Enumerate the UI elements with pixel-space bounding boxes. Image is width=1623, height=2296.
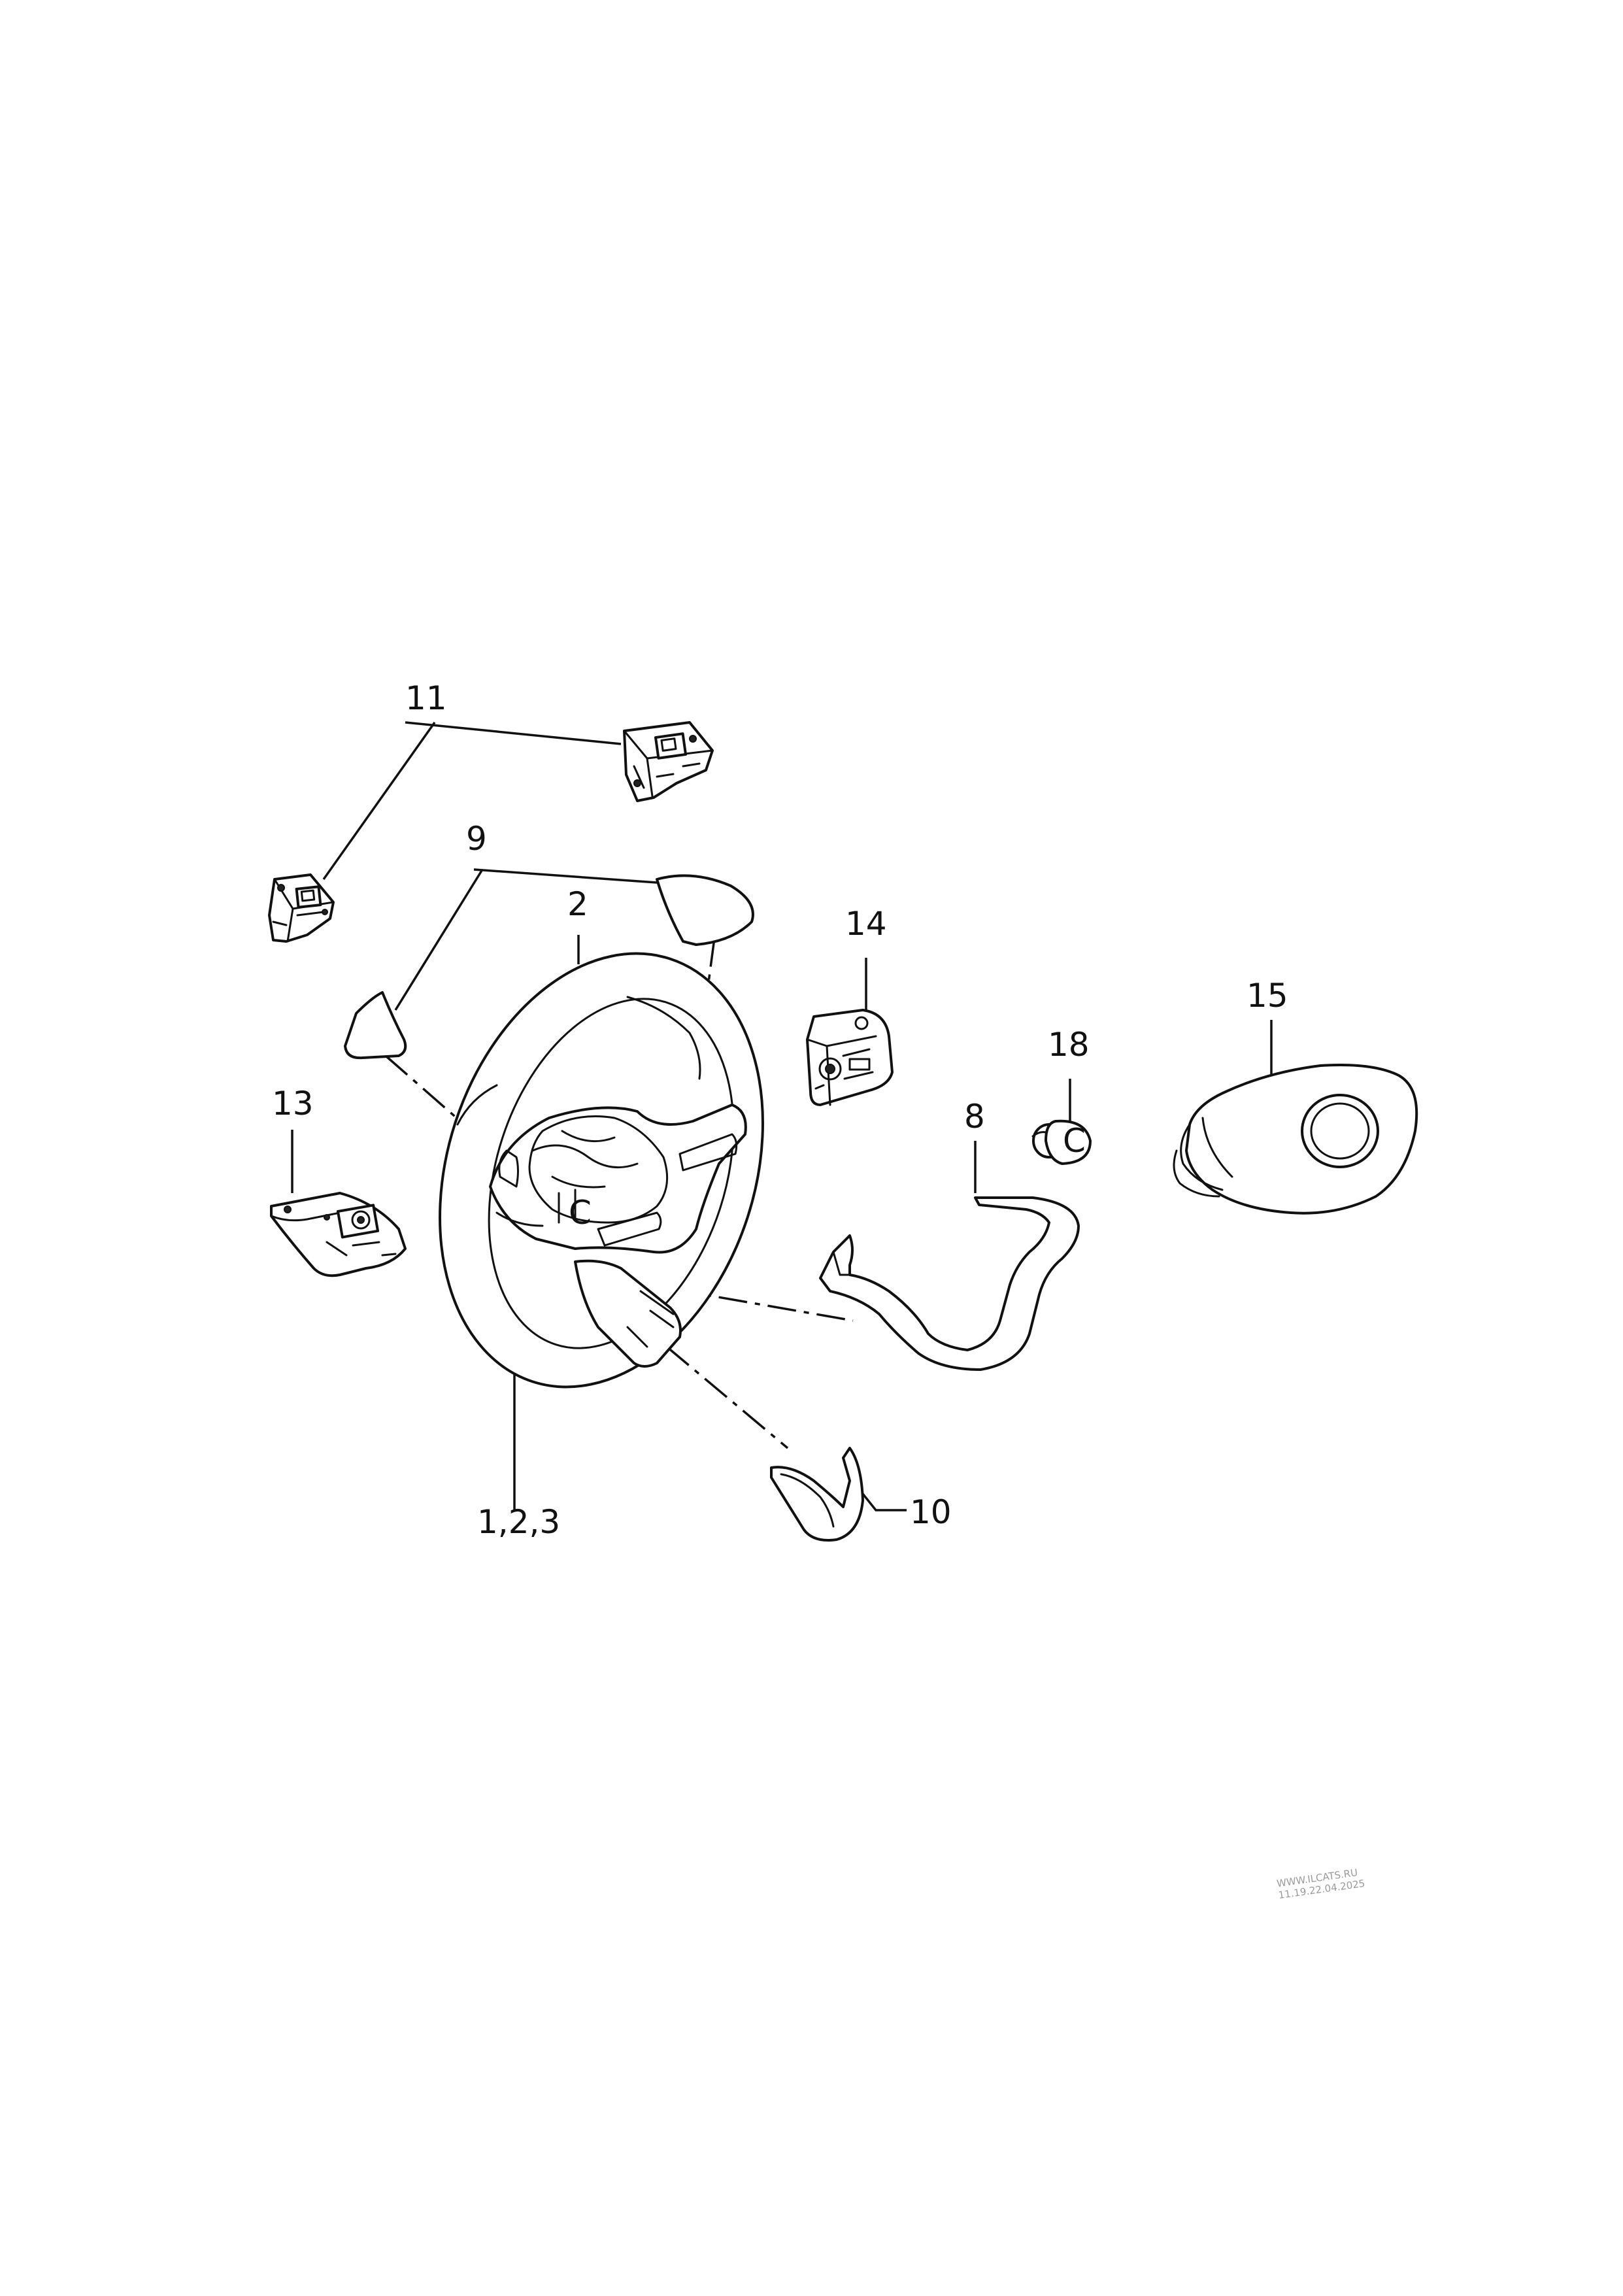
svg-text:C: C <box>569 1194 592 1232</box>
switch-11-left[interactable] <box>268 873 335 943</box>
clip-18[interactable]: C <box>1031 1119 1092 1165</box>
callout-8: 8 <box>964 1098 985 1136</box>
watermark: WWW.ILCATS.RU 11.19.22.04.2025 <box>1276 1866 1365 1901</box>
steering-wheel[interactable]: C <box>386 911 816 1429</box>
assembly-line-trim-10 <box>665 1345 789 1449</box>
control-unit-14[interactable] <box>806 1009 894 1106</box>
airbag-unit-15[interactable] <box>1173 1064 1418 1215</box>
trim-cap-9-left[interactable] <box>344 991 407 1060</box>
switch-13[interactable] <box>270 1192 407 1277</box>
switch-11-right[interactable] <box>623 721 714 802</box>
callout-1-2-3: 1,2,3 <box>477 1503 560 1541</box>
callout-11: 11 <box>405 679 447 717</box>
callout-13: 13 <box>272 1085 314 1123</box>
callout-9: 9 <box>466 820 487 858</box>
leader-9 <box>394 868 658 1011</box>
trim-10[interactable] <box>770 1447 864 1542</box>
leader-11 <box>322 721 622 881</box>
svg-text:C: C <box>1063 1122 1086 1160</box>
leader-10 <box>856 1486 907 1511</box>
callout-10: 10 <box>910 1493 952 1531</box>
callout-15: 15 <box>1247 977 1288 1015</box>
trim-cap-9-right[interactable] <box>656 874 754 946</box>
leader-lines <box>291 721 1273 1511</box>
callout-2: 2 <box>567 885 588 923</box>
assembly-line-pad-left <box>384 1055 518 1172</box>
callout-14: 14 <box>845 905 887 943</box>
callouts: 11 9 2 14 18 15 13 8 10 1,2,3 <box>272 679 1288 1541</box>
lower-trim-8[interactable] <box>819 1196 1080 1371</box>
assembly-line-trim-8 <box>571 1270 854 1322</box>
callout-18: 18 <box>1048 1026 1090 1064</box>
